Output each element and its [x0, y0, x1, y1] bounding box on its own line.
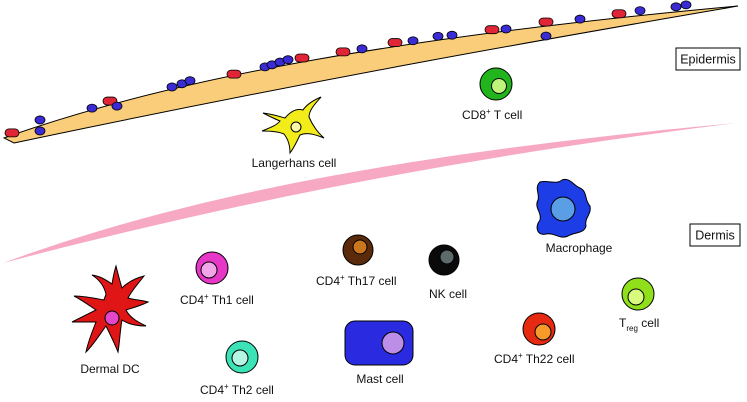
epidermis-label: Epidermis: [680, 53, 736, 67]
cd4-th17-cell: CD4+ Th17 cell: [316, 234, 397, 288]
red-granule: [538, 17, 554, 27]
blue-granule: [446, 30, 458, 40]
cd4-th2-cell-label: CD4+ Th2 cell: [200, 382, 274, 397]
langerhans-cell: Langerhans cell: [252, 96, 337, 170]
cd4-th22-cell: CD4+ Th22 cell: [494, 312, 575, 366]
langerhans-cell-label: Langerhans cell: [252, 156, 337, 170]
blue-granule: [500, 24, 512, 34]
blue-granule: [34, 115, 46, 125]
cd4-th1-cell-label: CD4+ Th1 cell: [180, 292, 254, 307]
blue-granule: [574, 14, 586, 24]
epidermis-layer: [2, 5, 739, 144]
macrophage: Macrophage: [536, 178, 613, 255]
epidermis-granules: [4, 0, 692, 138]
blue-granule: [540, 31, 552, 41]
cd8-t-cell: CD8+ T cell: [462, 67, 522, 122]
treg-cell-label: Treg cell: [619, 316, 659, 333]
blue-granule: [282, 55, 294, 65]
blue-granule: [356, 44, 368, 54]
blue-granule: [166, 82, 178, 92]
macrophage-label: Macrophage: [546, 241, 613, 255]
cd4-th17-cell-label: CD4+ Th17 cell: [316, 273, 397, 288]
dermis-label-box: Dermis: [689, 223, 741, 247]
cd8-t-cell-label: CD8+ T cell: [462, 107, 522, 122]
red-granule: [294, 53, 310, 63]
mast-cell: Mast cell: [344, 320, 414, 386]
blue-granule: [407, 36, 419, 46]
cd4-th2-cell: CD4+ Th2 cell: [200, 340, 274, 397]
blue-granule: [680, 0, 692, 10]
nk-cell-label: NK cell: [429, 287, 467, 301]
blue-granule: [670, 2, 682, 12]
red-granule: [226, 69, 242, 79]
red-granule: [611, 9, 627, 19]
blue-granule: [34, 126, 46, 136]
cd4-th1-cell: CD4+ Th1 cell: [180, 251, 254, 307]
blue-granule: [184, 76, 196, 86]
blue-granule: [111, 101, 123, 111]
red-granule: [335, 47, 351, 57]
nk-cell: NK cell: [428, 244, 467, 301]
red-granule: [4, 128, 20, 138]
blue-granule: [634, 6, 646, 15]
red-granule: [387, 38, 403, 47]
dermal-dc-label: Dermal DC: [80, 362, 140, 376]
epidermis-label-box: Epidermis: [675, 47, 741, 71]
mast-cell-label: Mast cell: [356, 372, 403, 386]
blue-granule: [432, 31, 444, 41]
red-granule: [484, 25, 500, 35]
cd4-th22-cell-label: CD4+ Th22 cell: [494, 351, 575, 366]
dermis-label: Dermis: [695, 229, 735, 243]
blue-granule: [86, 103, 98, 113]
dermal-dc: Dermal DC: [71, 264, 150, 376]
treg-cell: Treg cell: [619, 277, 659, 333]
